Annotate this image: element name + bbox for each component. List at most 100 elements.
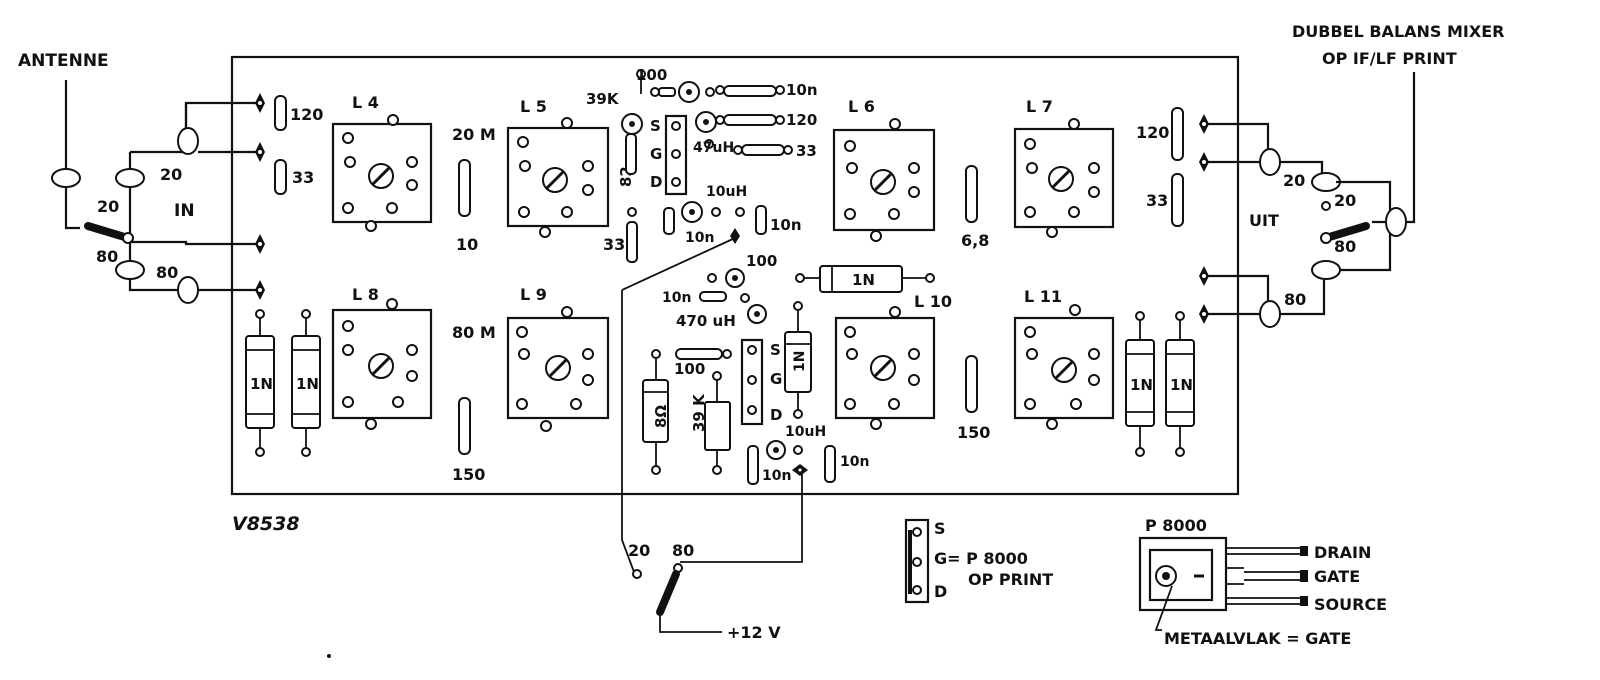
coil-l6-label: L 6 [848, 97, 875, 116]
fet-top-s-label: S [650, 117, 661, 135]
cap-150-right-label: 150 [957, 423, 990, 442]
p8000-tab-note: METAALVLAK = GATE [1164, 629, 1351, 648]
diodes-left: 1N 1N [245, 309, 321, 457]
cap-10n-low-label: 10n [762, 468, 791, 484]
out-band-80-label: 80 [1334, 237, 1356, 256]
cap-10n-top-label: 10n [786, 81, 818, 99]
choke-10uh-label: 10uH [706, 184, 747, 200]
p8000-label: P 8000 [1145, 516, 1207, 535]
antenna-label: ANTENNE [18, 51, 109, 71]
res-100-mid-label: 100 [746, 252, 777, 270]
fet-pinout-legend: S G= P 8000 OP PRINT D [904, 518, 1053, 604]
res-100-low-label: 100 [674, 360, 705, 378]
cap-33-input [274, 159, 287, 195]
cap-68 [965, 165, 978, 223]
cap-10-top [458, 159, 471, 217]
coil-l11: L 11 [1013, 287, 1115, 430]
legend-op-print-label: OP PRINT [968, 570, 1053, 589]
coil-l11-label: L 11 [1024, 287, 1062, 306]
coil-l10: L 10 [834, 292, 952, 430]
res-39k-label: 39K [586, 90, 620, 108]
cap-33-input-label: 33 [292, 168, 314, 187]
supply-80-label: 80 [672, 541, 694, 560]
supply-12v-label: +12 V [727, 623, 781, 642]
diodes-right: 1N 1N [1125, 311, 1195, 457]
cap-120-input-label: 120 [290, 105, 323, 124]
diode-1n-l1-label: 1N [250, 375, 273, 393]
coil-l9-label: L 9 [520, 285, 547, 304]
res-100-top-label: 100 [636, 66, 667, 84]
legend-d-label: D [934, 582, 947, 601]
cap-150-right [965, 355, 978, 413]
legend-g-label: G= P 8000 [934, 549, 1028, 568]
diode-1n-r2-label: 1N [1170, 376, 1193, 394]
in-label: IN [174, 201, 195, 221]
in-band-80b-label: 80 [156, 263, 178, 282]
cap-10n-left-label: 10n [662, 290, 691, 306]
res-8ohm-glyph: 8Ω [652, 405, 670, 428]
cap-33-output [1171, 173, 1184, 227]
choke-470uh-label: 470 uH [676, 312, 736, 330]
diode-1n-l2-label: 1N [296, 375, 319, 393]
in-band-20b-label: 20 [97, 197, 119, 216]
supply-20-label: 20 [628, 541, 650, 560]
cap-10-label: 10 [456, 235, 478, 254]
cap-33-center-label: 33 [603, 235, 625, 254]
res-39k-b-label: 39 K [690, 393, 708, 432]
fet-top-d-label: D [650, 173, 662, 191]
legend-s-label: S [934, 519, 946, 538]
in-band-20-label: 20 [160, 165, 182, 184]
output-band-switch: 20 20 80 80 [1206, 72, 1416, 328]
input-band-switch: 20 20 80 80 IN [51, 80, 258, 304]
coil-l8-label: L 8 [352, 285, 379, 304]
in-band-80-label: 80 [96, 247, 118, 266]
input-pins [255, 93, 265, 300]
board-id-label: V8538 [232, 513, 300, 535]
out-band-20b-label: 20 [1334, 191, 1356, 210]
coil-l5-label: L 5 [520, 97, 547, 116]
diode-1n-horiz-label: 1N [852, 271, 875, 289]
out-label: UIT [1249, 211, 1279, 230]
cap-150-left [458, 397, 471, 455]
output-title-line1: DUBBEL BALANS MIXER [1292, 22, 1504, 41]
fet-stage-top: 100 39K S G D 47uH 82 33 10n 120 33 10uH… [586, 66, 818, 263]
diode-1n-r1-label: 1N [1130, 376, 1153, 394]
p8000-drain-label: DRAIN [1314, 543, 1371, 562]
fet-top-g-label: G [650, 145, 662, 163]
p8000-transistor: P 8000 DRAIN GATE SOURCE METAALVLAK = GA… [1138, 516, 1387, 648]
coil-l6: L 6 [832, 97, 936, 242]
cap-120-input [274, 95, 287, 131]
stray-dot [327, 654, 331, 658]
output-title-line2: OP IF/LF PRINT [1322, 49, 1457, 68]
fet-stage-bottom: 100 10n 470 uH 100 8Ω 39 K S G D [621, 237, 935, 485]
cap-10n-low2-label: 10n [840, 454, 869, 470]
coil-l7-label: L 7 [1026, 97, 1053, 116]
cap-120-center-label: 120 [786, 111, 817, 129]
coil-l5: L 5 [506, 97, 610, 238]
fet-bot-d-label: D [770, 406, 782, 424]
cap-10n-mid2-label: 10n [770, 216, 802, 234]
choke-10uh-b-label: 10uH [785, 424, 826, 440]
cap-120-output [1171, 107, 1184, 161]
band-80m-label: 80 M [452, 323, 496, 342]
cap-68-label: 6,8 [961, 231, 989, 250]
out-band-80b-label: 80 [1284, 290, 1306, 309]
coil-l9: L 9 [506, 285, 610, 432]
output-pins [1199, 114, 1209, 324]
coil-l4-label: L 4 [352, 93, 379, 112]
cap-150-left-label: 150 [452, 465, 485, 484]
cap-10n-mid-label: 10n [685, 230, 714, 246]
coil-l7: L 7 [1013, 97, 1115, 238]
diode-1n-center-label: 1N [792, 351, 808, 372]
cap-120-output-label: 120 [1136, 123, 1169, 142]
fet-bot-g-label: G [770, 370, 782, 388]
cap-33-output-label: 33 [1146, 191, 1168, 210]
choke-47uh-label: 47uH [693, 140, 734, 156]
coil-l4: L 4 [331, 93, 433, 232]
p8000-gate-label: GATE [1314, 567, 1360, 586]
p8000-source-label: SOURCE [1314, 595, 1387, 614]
supply-band-switch: 20 80 +12 V [621, 290, 803, 642]
fet-bot-s-label: S [770, 341, 781, 359]
band-20m-label: 20 M [452, 125, 496, 144]
